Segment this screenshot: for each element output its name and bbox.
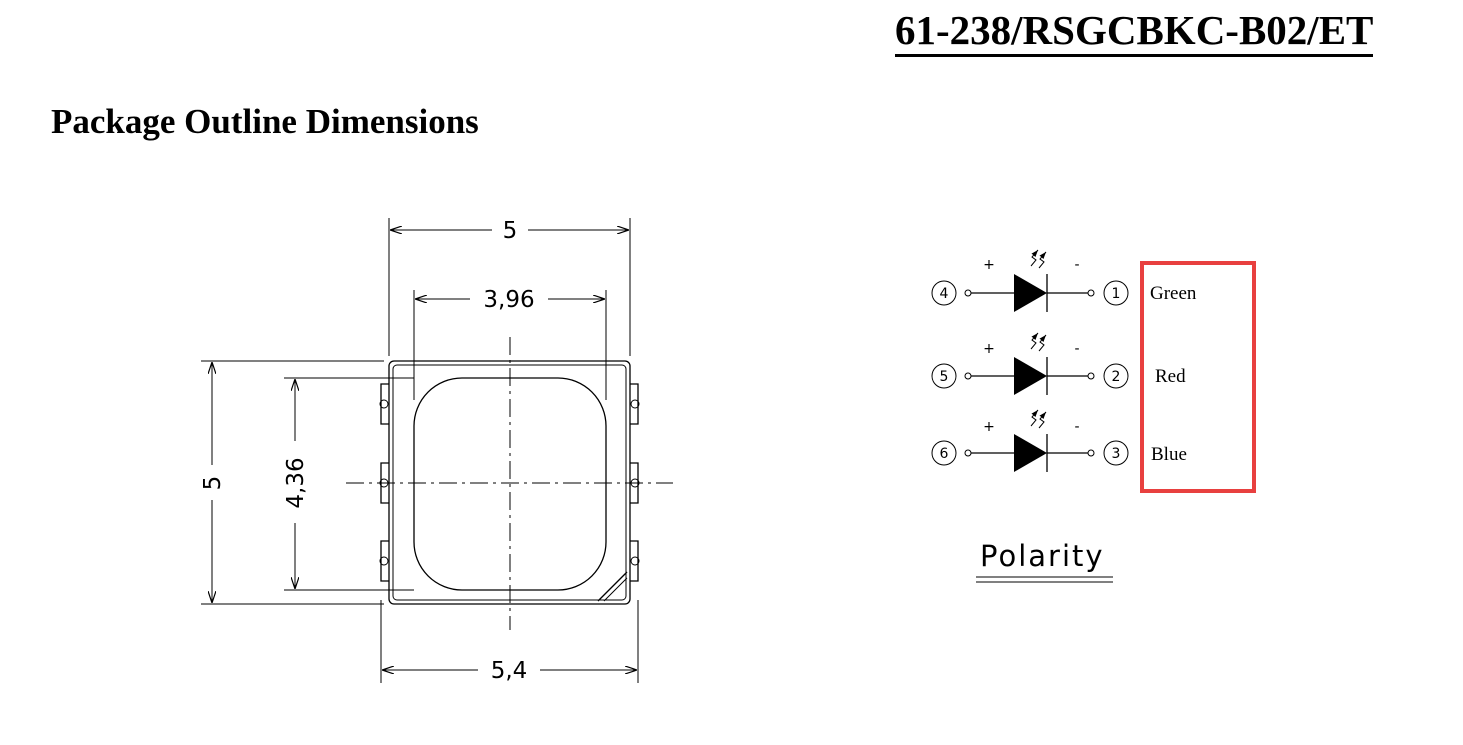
cathode-pin-number: 2 (1112, 369, 1121, 385)
cathode-pin-circle (1103, 363, 1129, 389)
diode-icon (1014, 274, 1047, 312)
polarity-mark (597, 571, 628, 602)
diode-icon (1014, 357, 1047, 395)
dimension-bottom-width: 5,4 (491, 658, 528, 684)
light-emission-icon (1030, 409, 1047, 429)
polarity-title: Polarity (980, 539, 1105, 573)
color-labels-highlight-box (1140, 261, 1256, 493)
cathode-pin-circle (1103, 440, 1129, 466)
cathode-sign: - (1074, 341, 1079, 357)
channel-color-label: Blue (1151, 444, 1187, 465)
polarity-schematic: 4 1 + - Green 5 (931, 249, 1256, 583)
cathode-pin-number: 1 (1112, 286, 1121, 302)
anode-pin-number: 5 (940, 369, 949, 385)
anode-pin-number: 6 (940, 446, 949, 462)
anode-sign: + (983, 257, 995, 273)
part-number-title: 61-238/RSGCBKC-B02/ET (895, 6, 1374, 57)
dimension-lens-width: 3,96 (483, 287, 534, 313)
channel-color-label: Green (1150, 283, 1197, 304)
package-outline: 5 3,96 5 4,36 5,4 (200, 218, 673, 684)
led-channel-blue: 6 3 + - Blue (931, 409, 1187, 472)
cathode-pin-circle (1103, 280, 1129, 306)
dimension-top-width: 5 (503, 218, 518, 244)
cathode-sign: - (1074, 257, 1079, 273)
channel-color-label: Red (1155, 366, 1186, 387)
anode-pin-circle (931, 363, 957, 389)
dimension-lens-height: 4,36 (283, 457, 309, 508)
anode-pin-number: 4 (940, 286, 949, 302)
diode-icon (1014, 434, 1047, 472)
anode-pin-circle (931, 280, 957, 306)
section-title: Package Outline Dimensions (51, 102, 479, 141)
led-channel-red: 5 2 + - Red (931, 332, 1186, 395)
light-emission-icon (1030, 332, 1047, 352)
cathode-pin-number: 3 (1112, 446, 1121, 462)
cathode-sign: - (1074, 419, 1079, 435)
anode-sign: + (983, 341, 995, 357)
anode-pin-circle (931, 440, 957, 466)
dimension-height: 5 (200, 476, 226, 491)
anode-sign: + (983, 419, 995, 435)
light-emission-icon (1030, 249, 1047, 269)
led-channel-green: 4 1 + - Green (931, 249, 1197, 312)
